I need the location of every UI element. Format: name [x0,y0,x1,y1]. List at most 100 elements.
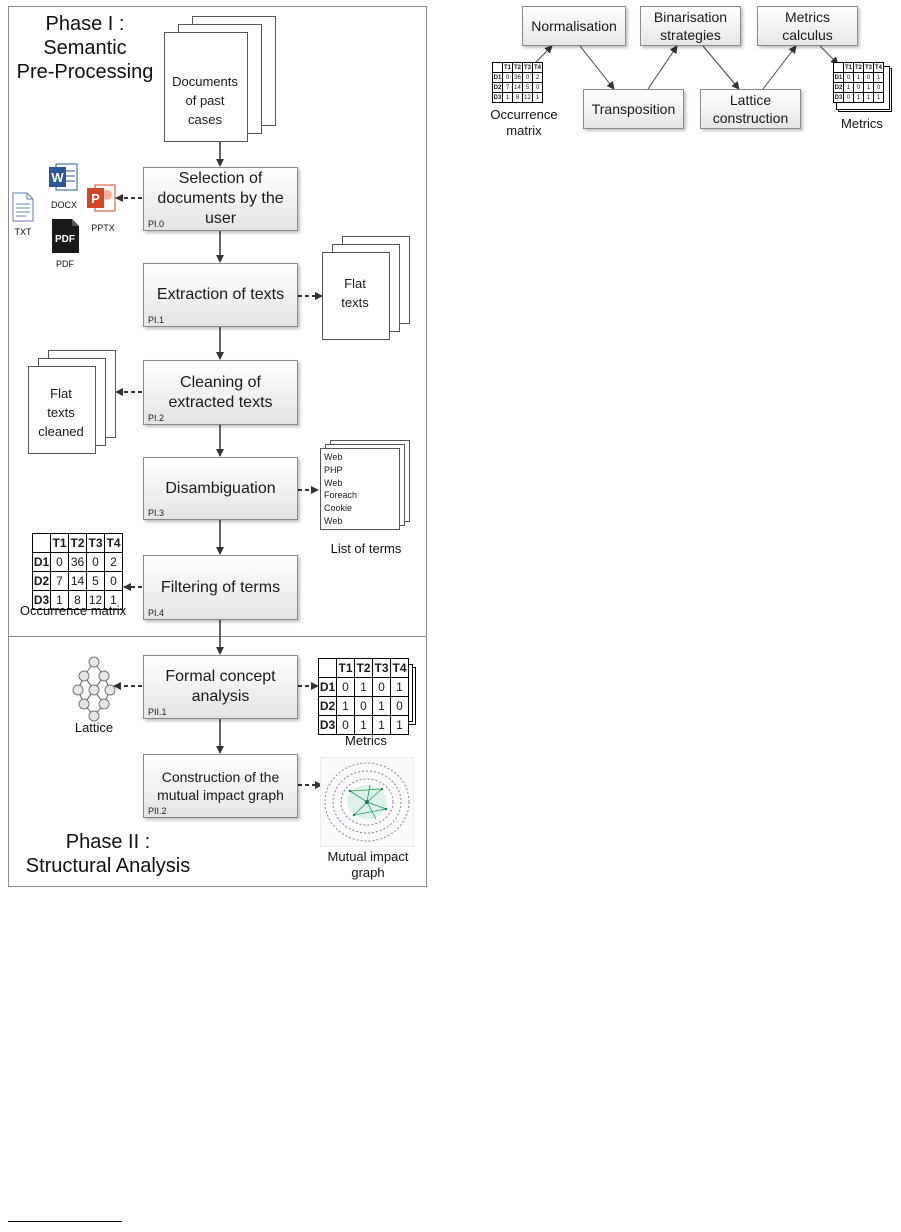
term-item: Foreach [324,490,358,501]
pptx-label: PPTX [91,223,115,233]
matrix-cell: 12 [522,92,533,103]
metrics-caption: Metrics [345,733,387,748]
normalisation-box[interactable]: Normalisation [522,6,626,46]
step-pi2-cleaning[interactable]: Cleaning of extracted texts PI.2 [143,360,298,425]
step-pi0-code: PI.0 [148,219,165,229]
matrix-cell: 7 [50,571,69,591]
phase-one-title: Phase I : Semantic Pre-Processing [10,12,160,84]
step-pi1-code: PI.1 [148,315,165,325]
matrix-cell: 1 [372,715,391,735]
matrix-cell: 1 [354,677,373,697]
step-pii1-code: PII.1 [148,707,167,717]
matrix-cell: 1 [390,715,409,735]
binarisation-label-line2: strategies [660,27,721,43]
docx-label: DOCX [50,200,77,210]
lattice-construction-box[interactable]: Lattice construction [700,89,801,129]
matrix-cell: 0 [390,696,409,716]
term-item: Web [324,515,343,526]
matrix-cell: 0 [336,677,355,697]
matrix-cell: 1 [354,715,373,735]
matrix-header-cell: T2 [853,62,864,73]
step-pii2-construction[interactable]: Construction of the mutual impact graph … [143,754,298,818]
metrics-calculus-line2: calculus [782,27,833,43]
step-pi2-label: Cleaning of extracted texts [168,373,273,411]
flat-cleaned-line2: texts [47,405,75,420]
matrix-cell: 36 [68,552,87,572]
flow-transposition-to-binarisation [647,45,678,90]
flat-texts-documents: Flat texts [322,236,412,340]
matrix-cell: 1 [853,72,864,83]
flat-texts-line1: Flat [344,276,366,291]
matrix-row-label: D2 [833,82,844,93]
matrix-header-cell: T4 [104,533,123,553]
step-pi1-label: Extraction of texts [156,286,285,303]
matrix-row-label: D2 [318,696,337,716]
transposition-label: Transposition [591,101,676,117]
step-pi0-label: Selection of documents by the user [157,170,284,227]
step-pi3-disambiguation[interactable]: Disambiguation PI.3 [143,457,298,520]
matrix-cell: 5 [522,82,533,93]
step-pi4-filtering[interactable]: Filtering of terms PI.4 [143,555,298,620]
occurrence-small-caption-line1: Occurrence [490,107,558,122]
matrix-cell: 8 [68,590,87,610]
matrix-cell: 12 [86,590,105,610]
flat-cleaned-line3: cleaned [38,424,84,439]
matrix-cell: 1 [532,92,543,103]
past-cases-line1: Documents [172,74,238,89]
matrix-cell: 0 [354,696,373,716]
matrix-header-cell: T4 [873,62,884,73]
step-pi1-extraction[interactable]: Extraction of texts PI.1 [143,263,298,327]
matrix-cell: 2 [104,552,123,572]
footnote-rule [8,1221,122,1222]
mutual-impact-graph-caption: Mutual impact graph [316,849,420,881]
transposition-box[interactable]: Transposition [583,89,684,129]
matrix-cell: 7 [502,82,513,93]
phase-two-title-line1: Phase II : [65,831,151,853]
flat-texts-line2: texts [341,295,369,310]
matrix-cell: 1 [843,82,854,93]
terms-list-caption: List of terms [330,541,402,556]
step-pi4-code: PI.4 [148,608,165,618]
matrix-cell: 2 [532,72,543,83]
matrix-row-label: D3 [492,92,503,103]
word-docx-icon: W [48,162,78,192]
step-pi0-selection[interactable]: Selection of documents by the user PI.0 [143,167,298,231]
past-cases-line3: cases [188,112,222,127]
matrix-header-cell: T4 [390,658,409,678]
matrix-header-cell: T3 [372,658,391,678]
metrics-calculus-box[interactable]: Metrics calculus [757,6,858,46]
step-pi4-label: Filtering of terms [160,578,281,596]
matrix-header-cell [492,62,503,73]
binarisation-box[interactable]: Binarisation strategies [640,6,741,46]
matrix-header-cell: T3 [86,533,105,553]
matrix-header-cell: T2 [354,658,373,678]
lattice-construction-line1: Lattice [729,92,772,108]
step-pii1-fca[interactable]: Formal concept analysis PII.1 [143,655,298,719]
mutual-impact-caption-line2: graph [351,865,385,880]
matrix-cell: 0 [336,715,355,735]
term-item: Cookie [324,503,353,514]
matrix-row-label: D1 [318,677,337,697]
matrix-cell: 36 [512,72,523,83]
mutual-impact-graph-icon [319,756,415,848]
mutual-impact-caption-line1: Mutual impact [327,849,409,864]
matrix-header-cell: T2 [68,533,87,553]
step-pi3-label: Disambiguation [165,479,276,497]
matrix-row-label: D3 [833,92,844,103]
flat-cleaned-line1: Flat [50,386,72,401]
